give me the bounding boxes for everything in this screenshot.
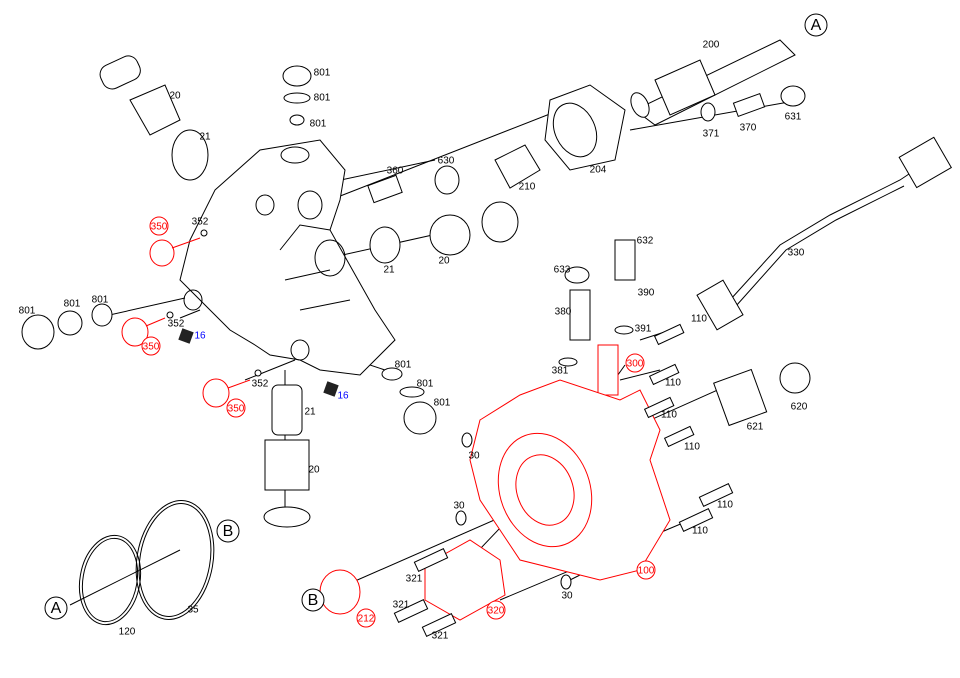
callout-label: 801 <box>310 119 327 130</box>
callout-label: A <box>51 600 62 617</box>
callout-label: 321 <box>393 600 410 611</box>
callout-label: 321 <box>432 631 449 642</box>
callout-label: 801 <box>434 398 451 409</box>
callout-circle <box>226 398 246 418</box>
callout-circle <box>149 216 169 236</box>
callout-label: B <box>223 523 234 540</box>
callout-label: 20 <box>308 465 320 476</box>
callout-labels: A200208018018012163036021020437137063135… <box>19 13 828 642</box>
callout-label: 631 <box>785 112 802 123</box>
callout-label: 30 <box>468 451 480 462</box>
callout-label: 801 <box>395 360 412 371</box>
callout-label: 321 <box>406 574 423 585</box>
callout-label: 30 <box>453 501 465 512</box>
pressure-fitting-assembly <box>367 39 806 204</box>
callout-label: 620 <box>791 402 808 413</box>
callout-label: 210 <box>519 182 536 193</box>
callout-circle <box>216 519 240 543</box>
o-rings <box>78 500 215 626</box>
callout-label: 110 <box>717 500 733 511</box>
callout-label: 352 <box>252 379 269 390</box>
callout-label: 390 <box>638 288 655 299</box>
callout-label: 110 <box>661 410 677 421</box>
callout-label: 350 <box>143 342 160 353</box>
callout-label: 110 <box>691 314 707 325</box>
plugs-left <box>21 229 437 435</box>
callout-label: 621 <box>747 422 764 433</box>
callout-label: 21 <box>199 132 211 143</box>
callout-label: 801 <box>314 68 331 79</box>
bolts <box>393 323 734 637</box>
callout-label: B <box>308 592 319 609</box>
callout-circle <box>804 13 828 37</box>
callout-label: 320 <box>488 606 505 617</box>
callout-label: 300 <box>627 359 644 370</box>
springs-and-tappets <box>99 55 519 528</box>
callout-label: 352 <box>192 217 209 228</box>
callout-label: 21 <box>304 407 316 418</box>
callout-label: 100 <box>638 566 655 577</box>
callout-label: 391 <box>635 324 652 335</box>
callout-label: 16 <box>337 391 349 402</box>
callout-label: 35 <box>187 605 199 616</box>
callout-circle <box>44 596 68 620</box>
callout-label: 330 <box>788 248 805 259</box>
callout-label: 801 <box>92 295 109 306</box>
callout-label: 801 <box>417 379 434 390</box>
callout-label: 110 <box>665 378 681 389</box>
callout-label: 630 <box>438 156 455 167</box>
callout-circle <box>301 588 325 612</box>
callout-label: 360 <box>387 166 404 177</box>
callout-label: 200 <box>703 40 720 51</box>
callout-label: 632 <box>637 236 654 247</box>
callout-label: 21 <box>383 265 395 276</box>
callout-circle <box>486 600 506 620</box>
callout-label: 110 <box>692 526 708 537</box>
callout-circle <box>356 608 376 628</box>
callout-label: 110 <box>684 442 700 453</box>
callout-label: A <box>811 17 822 34</box>
callout-label: 371 <box>703 129 720 140</box>
callout-label: 801 <box>19 306 36 317</box>
callout-circle <box>625 353 645 373</box>
sensor-and-bolts <box>393 136 953 637</box>
callout-circle <box>141 336 161 356</box>
callout-label: 801 <box>64 299 81 310</box>
callout-label: 20 <box>438 256 450 267</box>
callout-label: 352 <box>168 319 185 330</box>
callout-label: 350 <box>228 404 245 415</box>
callout-label: 212 <box>358 614 375 625</box>
callout-label: 16 <box>194 331 206 342</box>
callout-label: 381 <box>552 366 569 377</box>
pump-head-body <box>179 139 396 376</box>
callout-label: 370 <box>740 123 757 134</box>
callout-label: 20 <box>169 91 181 102</box>
callout-label: 350 <box>151 222 168 233</box>
red-highlighted-parts <box>121 237 671 621</box>
callout-label: 120 <box>119 627 136 638</box>
callout-label: 633 <box>554 265 571 276</box>
callout-label: 204 <box>590 165 607 176</box>
callout-label: 801 <box>314 93 331 104</box>
callout-label: 30 <box>561 591 573 602</box>
callout-label: 380 <box>555 307 572 318</box>
callout-circle <box>636 560 656 580</box>
